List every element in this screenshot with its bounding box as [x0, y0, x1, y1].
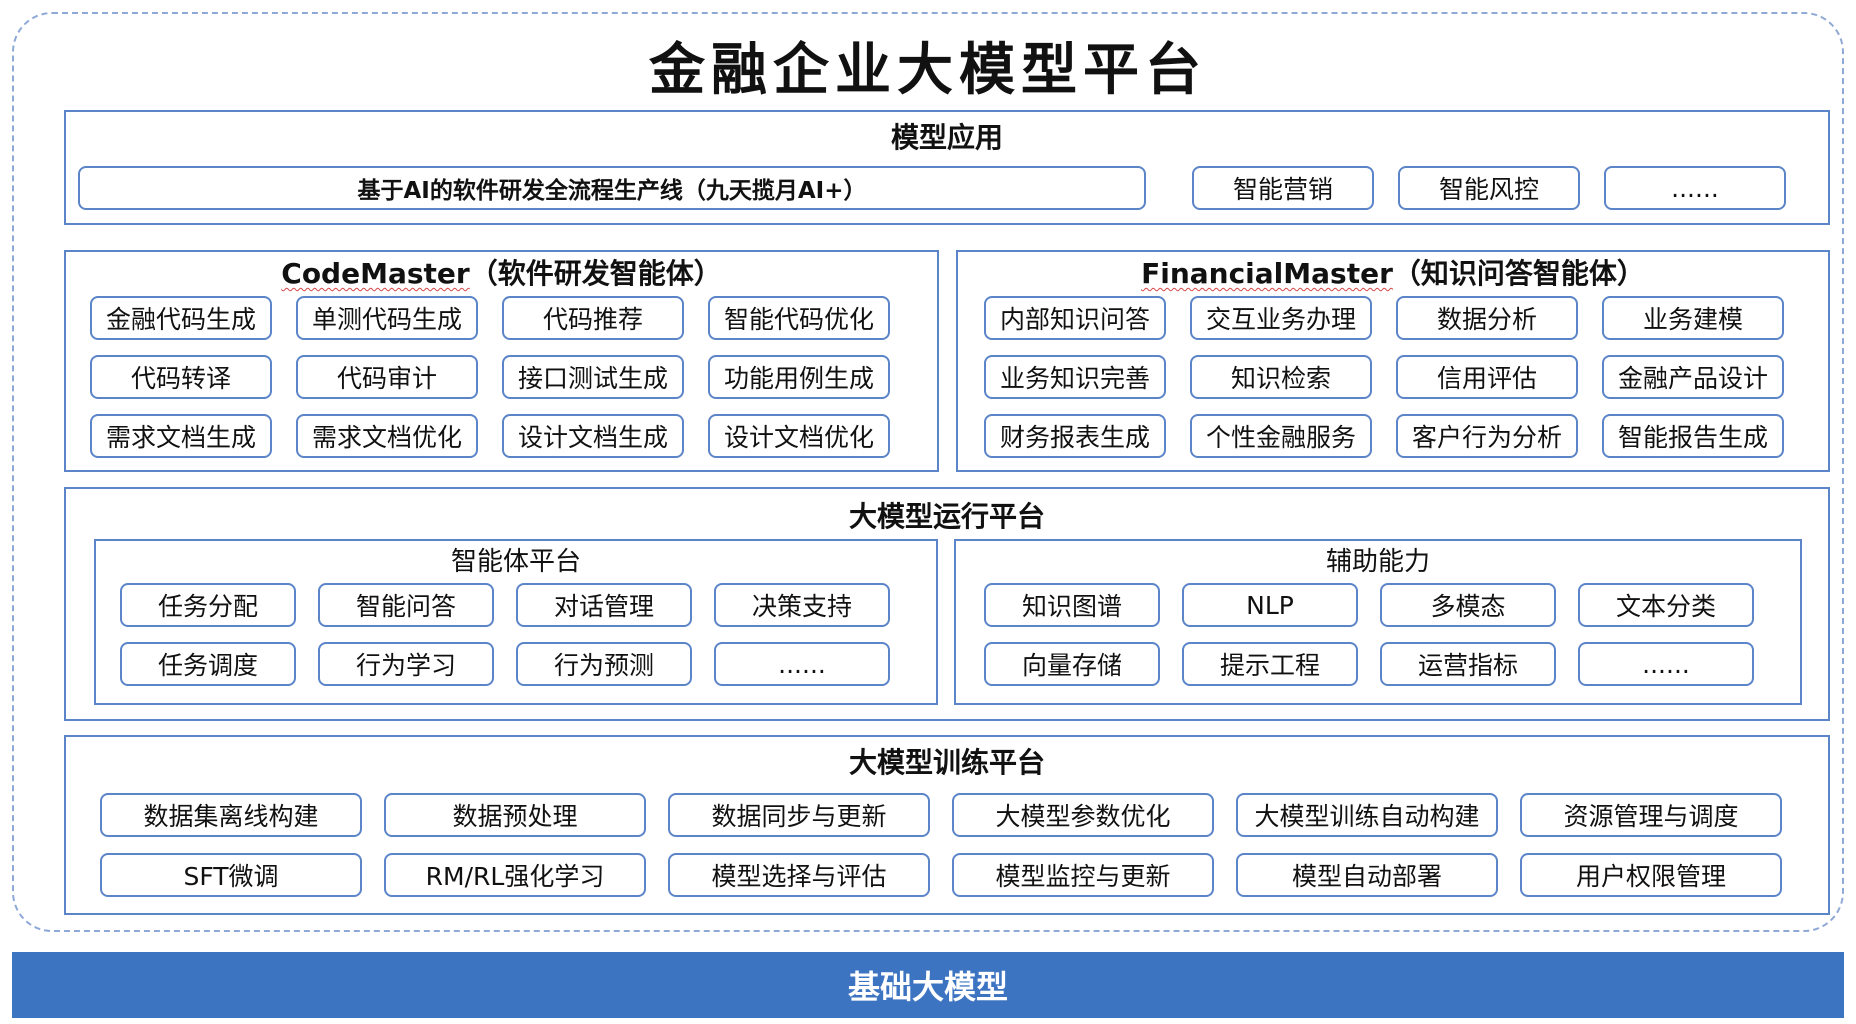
aux-capability-item[interactable]: 多模态 — [1380, 583, 1556, 627]
training-item[interactable]: 大模型参数优化 — [952, 793, 1214, 837]
app-item-smart-marketing[interactable]: 智能营销 — [1192, 166, 1374, 210]
section-title: 大模型运行平台 — [848, 500, 1045, 533]
training-item[interactable]: RM/RL强化学习 — [384, 853, 646, 897]
training-item[interactable]: SFT微调 — [100, 853, 362, 897]
codemaster-item[interactable]: 代码审计 — [296, 355, 478, 399]
codemaster-item[interactable]: 代码推荐 — [502, 296, 684, 340]
financialmaster-brand: FinancialMaster — [1141, 257, 1393, 290]
aux-capability-item[interactable]: ...... — [1578, 642, 1754, 686]
financialmaster-item[interactable]: 客户行为分析 — [1396, 414, 1578, 458]
financialmaster-title: FinancialMaster（知识问答智能体） — [958, 256, 1828, 292]
foundation-model-bar: 基础大模型 — [12, 952, 1844, 1018]
codemaster-section: CodeMaster（软件研发智能体） 金融代码生成单测代码生成代码推荐智能代码… — [64, 250, 939, 472]
aux-capability-item[interactable]: 知识图谱 — [984, 583, 1160, 627]
platform-outline — [12, 12, 1844, 932]
codemaster-item[interactable]: 设计文档生成 — [502, 414, 684, 458]
aux-capabilities-subsection: 辅助能力 知识图谱 NLP 多模态文本分类向量存储提示工程运营指标...... — [954, 539, 1802, 705]
app-item-more[interactable]: ...... — [1604, 166, 1786, 210]
training-item[interactable]: 用户权限管理 — [1520, 853, 1782, 897]
financialmaster-item[interactable]: 内部知识问答 — [984, 296, 1166, 340]
app-item-smart-risk-control[interactable]: 智能风控 — [1398, 166, 1580, 210]
codemaster-item[interactable]: 设计文档优化 — [708, 414, 890, 458]
section-title: 模型应用 — [890, 121, 1003, 154]
training-item[interactable]: 模型自动部署 — [1236, 853, 1498, 897]
training-item[interactable]: 数据预处理 — [384, 793, 646, 837]
financialmaster-item[interactable]: 数据分析 — [1396, 296, 1578, 340]
agent-platform-subsection: 智能体平台 任务分配智能问答对话管理决策支持任务调度行为学习行为预测...... — [94, 539, 938, 705]
financialmaster-item[interactable]: 业务知识完善 — [984, 355, 1166, 399]
financialmaster-item[interactable]: 信用评估 — [1396, 355, 1578, 399]
aux-capability-item[interactable]: 向量存储 — [984, 642, 1160, 686]
codemaster-item[interactable]: 需求文档生成 — [90, 414, 272, 458]
training-item[interactable]: 模型选择与评估 — [668, 853, 930, 897]
financialmaster-item[interactable]: 交互业务办理 — [1190, 296, 1372, 340]
codemaster-item[interactable]: 金融代码生成 — [90, 296, 272, 340]
agent-platform-item[interactable]: 任务分配 — [120, 583, 296, 627]
codemaster-item[interactable]: 智能代码优化 — [708, 296, 890, 340]
section-title: 大模型训练平台 — [848, 746, 1045, 779]
aux-capability-item[interactable]: 文本分类 — [1578, 583, 1754, 627]
training-item[interactable]: 数据同步与更新 — [668, 793, 930, 837]
financialmaster-item[interactable]: 智能报告生成 — [1602, 414, 1784, 458]
codemaster-suffix: （软件研发智能体） — [469, 257, 722, 290]
aux-capability-item[interactable]: 提示工程 — [1182, 642, 1358, 686]
financialmaster-item[interactable]: 财务报表生成 — [984, 414, 1166, 458]
runtime-platform-section: 大模型运行平台 智能体平台 任务分配智能问答对话管理决策支持任务调度行为学习行为… — [64, 487, 1830, 721]
codemaster-brand: CodeMaster — [281, 257, 470, 290]
codemaster-item[interactable]: 代码转译 — [90, 355, 272, 399]
codemaster-title: CodeMaster（软件研发智能体） — [66, 256, 937, 292]
codemaster-item[interactable]: 需求文档优化 — [296, 414, 478, 458]
codemaster-item[interactable]: 接口测试生成 — [502, 355, 684, 399]
codemaster-item[interactable]: 单测代码生成 — [296, 296, 478, 340]
training-item[interactable]: 大模型训练自动构建 — [1236, 793, 1498, 837]
agent-platform-item[interactable]: 对话管理 — [516, 583, 692, 627]
agent-platform-item[interactable]: 任务调度 — [120, 642, 296, 686]
financialmaster-suffix: （知识问答智能体） — [1392, 257, 1645, 290]
agent-platform-item[interactable]: 行为预测 — [516, 642, 692, 686]
subsection-title: 智能体平台 — [450, 547, 581, 577]
financialmaster-item[interactable]: 业务建模 — [1602, 296, 1784, 340]
page-title: 金融企业大模型平台 — [649, 37, 1207, 103]
agent-platform-item[interactable]: 行为学习 — [318, 642, 494, 686]
aux-capability-item[interactable]: NLP — [1182, 583, 1358, 627]
financialmaster-item[interactable]: 个性金融服务 — [1190, 414, 1372, 458]
training-item[interactable]: 模型监控与更新 — [952, 853, 1214, 897]
aux-capability-item[interactable]: 运营指标 — [1380, 642, 1556, 686]
agent-platform-item[interactable]: ...... — [714, 642, 890, 686]
agent-platform-item[interactable]: 决策支持 — [714, 583, 890, 627]
codemaster-item[interactable]: 功能用例生成 — [708, 355, 890, 399]
app-item-software-pipeline[interactable]: 基于AI的软件研发全流程生产线（九天揽月AI+） — [78, 166, 1146, 210]
financialmaster-section: FinancialMaster（知识问答智能体） 内部知识问答交互业务办理数据分… — [956, 250, 1830, 472]
subsection-title: 辅助能力 — [1325, 547, 1430, 577]
financialmaster-item[interactable]: 金融产品设计 — [1602, 355, 1784, 399]
financialmaster-item[interactable]: 知识检索 — [1190, 355, 1372, 399]
model-applications-section: 模型应用 基于AI的软件研发全流程生产线（九天揽月AI+） 智能营销 智能风控 … — [64, 110, 1830, 225]
training-item[interactable]: 资源管理与调度 — [1520, 793, 1782, 837]
training-platform-section: 大模型训练平台 数据集离线构建数据预处理数据同步与更新大模型参数优化大模型训练自… — [64, 735, 1830, 915]
agent-platform-item[interactable]: 智能问答 — [318, 583, 494, 627]
training-item[interactable]: 数据集离线构建 — [100, 793, 362, 837]
